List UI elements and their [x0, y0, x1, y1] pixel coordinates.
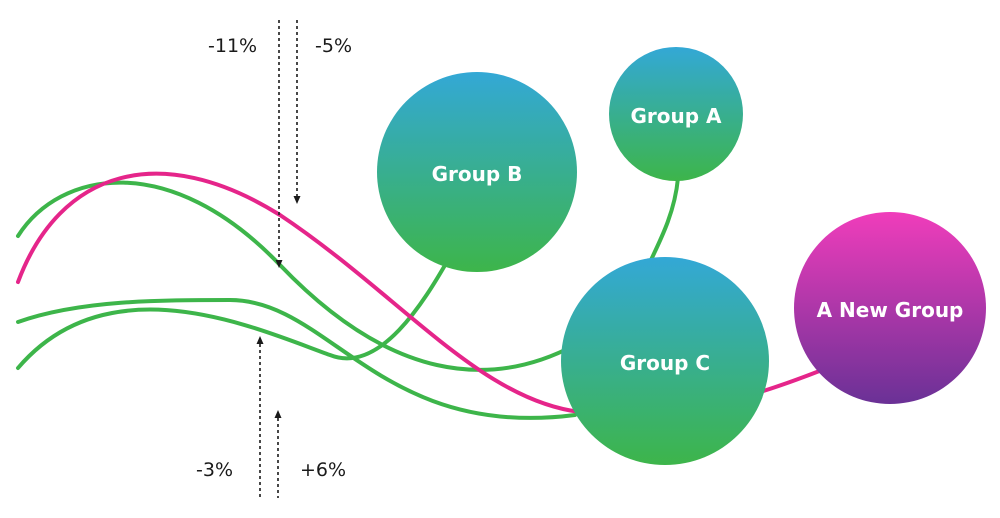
- change-label-top-right: -5%: [315, 35, 352, 57]
- marker-top-left: [275, 20, 283, 268]
- new-group-node: A New Group: [794, 212, 986, 404]
- green-curve-group-a-to-group-c: [648, 176, 680, 264]
- marker-bottom-right: [274, 410, 282, 498]
- group-c-label: Group C: [620, 351, 710, 375]
- new-group-circle: [794, 212, 986, 404]
- green-curve-to-group-b: [16, 258, 450, 370]
- green-curve-low-to-group-c: [16, 297, 577, 420]
- group-b-circle: [377, 72, 577, 272]
- marker-top-right: [293, 20, 301, 204]
- group-c-node: Group C: [561, 257, 769, 465]
- arrow-down-icon: [275, 260, 283, 268]
- change-label-bottom-right: +6%: [300, 459, 346, 481]
- group-a-node: Group A: [609, 47, 743, 181]
- group-b-node: Group B: [377, 72, 577, 272]
- change-label-bottom-left: -3%: [196, 459, 233, 481]
- new-group-label: A New Group: [817, 298, 964, 322]
- arrow-up-icon: [274, 410, 282, 418]
- group-c-circle: [561, 257, 769, 465]
- arrow-down-icon: [293, 196, 301, 204]
- change-label-top-left: -11%: [208, 35, 257, 57]
- arrow-up-icon: [256, 336, 264, 344]
- group-b-label: Group B: [432, 162, 523, 186]
- marker-bottom-left: [256, 336, 264, 498]
- group-a-label: Group A: [630, 104, 722, 128]
- group-a-circle: [609, 47, 743, 181]
